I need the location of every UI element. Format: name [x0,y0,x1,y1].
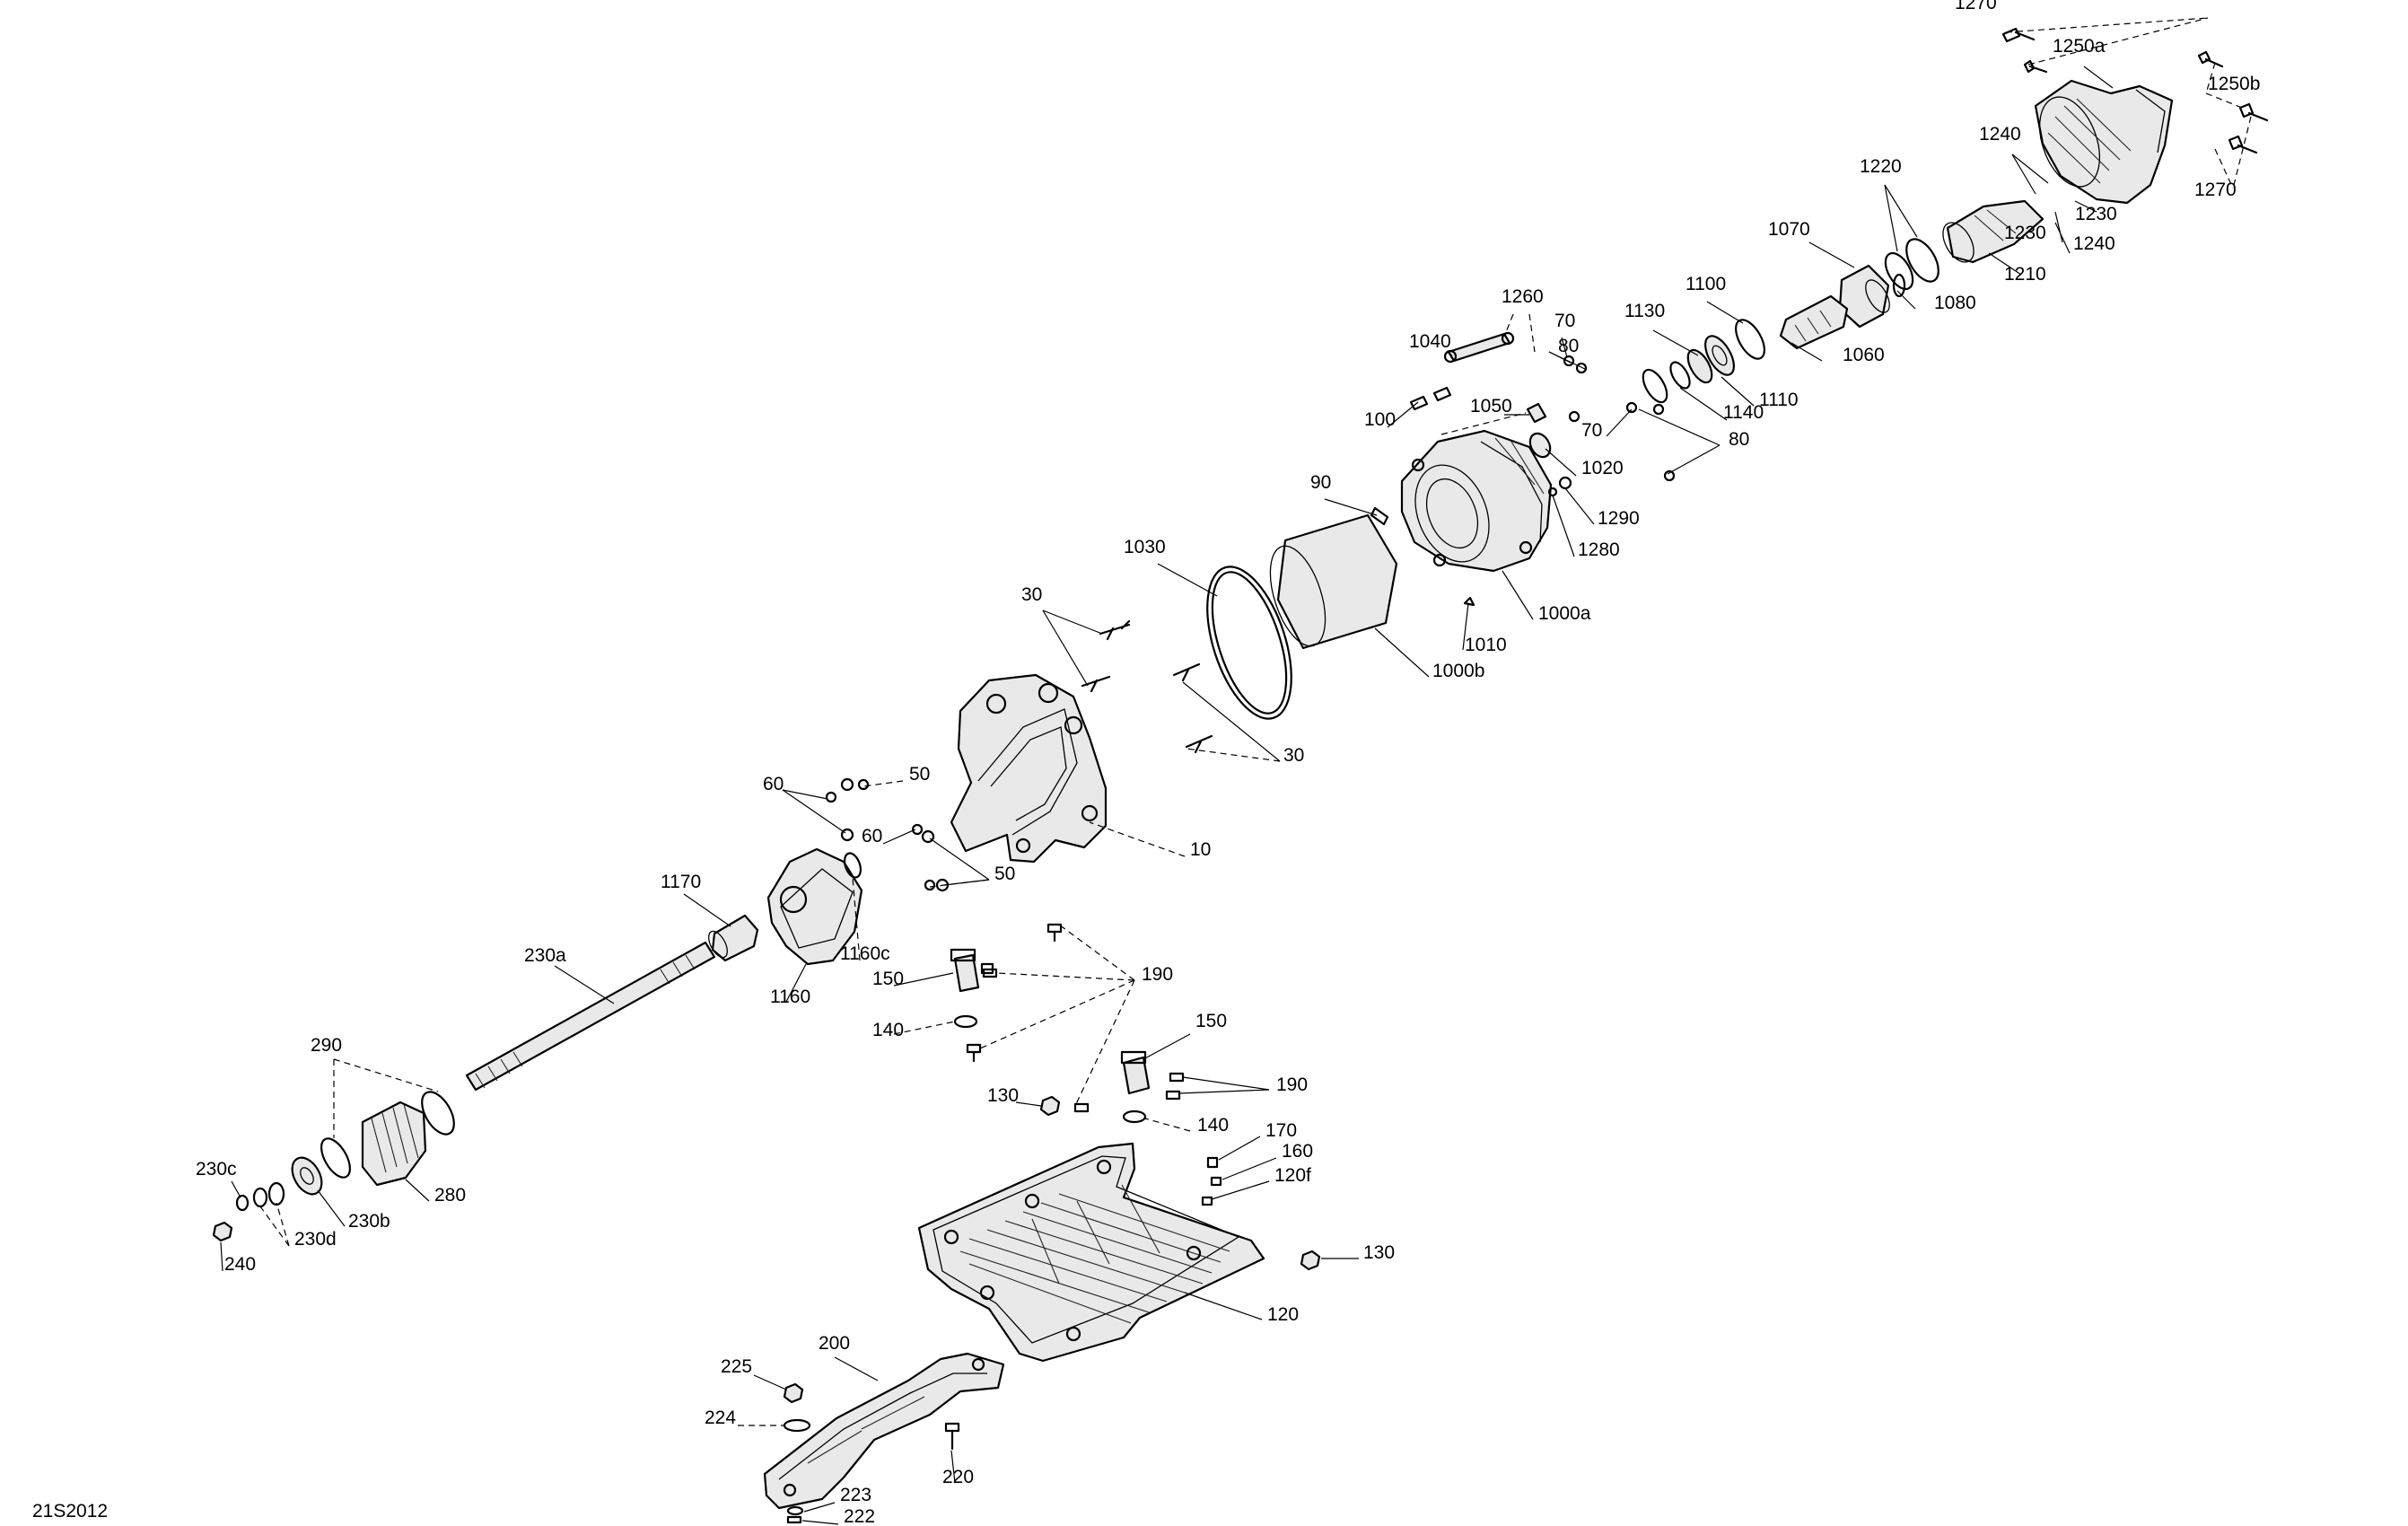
callout-1010: 1010 [1465,635,1507,655]
callout-120f: 120f [1274,1165,1311,1186]
callout-1220: 1220 [1860,156,1902,177]
callout-1030: 1030 [1124,537,1166,557]
callout-240: 240 [224,1254,256,1275]
callout-1040: 1040 [1409,331,1451,352]
callout-1270: 1270 [1955,0,1997,13]
impeller-part [708,847,863,966]
leader-lines [220,17,2252,1525]
callout-230a: 230a [524,945,566,966]
callout-1070: 1070 [1768,219,1810,240]
callout-290: 290 [311,1035,342,1056]
callout-222: 222 [844,1506,875,1526]
callout-50: 50 [909,764,930,785]
callout-223: 223 [840,1485,871,1505]
callout-225: 225 [721,1356,752,1377]
callout-190: 190 [1276,1074,1308,1095]
fittings-part [950,923,1185,1124]
callout-1000a: 1000a [1538,603,1591,624]
callout-230d: 230d [294,1229,337,1250]
callout-30: 30 [1021,584,1042,605]
callout-1130: 1130 [1624,301,1665,321]
callout-labels: 1270 1250a 1250b 1270 1240 1230 1230 1240 1210 12… [196,0,2260,1526]
callout-1110: 1110 [1759,390,1799,410]
callout-200: 200 [819,1333,850,1354]
cone-1210-part [1942,199,2045,264]
support-bracket-part [763,1352,1005,1524]
venturi-nozzle-part [2034,79,2174,205]
intake-housing-part [950,673,1108,864]
callout-170: 170 [1265,1120,1297,1141]
callout-1250a: 1250a [2053,36,2106,57]
callout-70: 70 [1581,420,1602,441]
impeller-shaft-part [1779,294,1849,350]
callout-1280: 1280 [1578,539,1620,560]
boot-assembly-part [212,1091,455,1242]
callout-150: 150 [1195,1011,1227,1031]
callout-1160c: 1160c [840,943,890,964]
orings-1220-part [1884,238,1940,291]
callout-70: 70 [1554,311,1575,331]
callout-30: 30 [1283,745,1304,766]
wear-ring-part [1206,513,1398,720]
callout-190: 190 [1142,964,1173,985]
callout-1140: 1140 [1723,402,1764,423]
ride-plate-part [917,1142,1321,1363]
bearing-rings-part [1642,319,1765,404]
callout-100: 100 [1364,409,1396,430]
callout-1240: 1240 [2073,233,2115,254]
nozzle-screws-part [2001,27,2269,154]
callout-1260: 1260 [1502,286,1544,307]
callout-224: 224 [705,1408,736,1428]
callout-1020: 1020 [1581,458,1624,478]
callout-10: 10 [1190,839,1211,860]
callout-50: 50 [994,864,1015,884]
callout-130: 130 [1363,1242,1395,1263]
callout-130: 130 [987,1085,1019,1106]
bearing-1070-part [1838,264,1906,329]
callout-1230: 1230 [2004,223,2046,243]
callout-120: 120 [1267,1304,1299,1325]
callout-80: 80 [1558,336,1579,356]
callout-1210: 1210 [2004,264,2046,285]
housing-small-parts [1370,331,1676,607]
callout-150: 150 [872,969,904,989]
callout-1060: 1060 [1843,345,1885,365]
callout-60: 60 [862,826,882,846]
drive-shaft-part [465,941,716,1092]
callout-230b: 230b [348,1211,390,1232]
callout-1050: 1050 [1470,396,1512,417]
diagram-reference-number: 21S2012 [32,1501,108,1522]
pump-housing-part [1400,429,1553,573]
callout-1250b: 1250b [2208,74,2260,94]
callout-1100: 1100 [1686,274,1726,294]
callout-1160: 1160 [770,987,810,1007]
callout-1230: 1230 [2075,204,2117,224]
studs-part [1081,619,1213,754]
callout-1080: 1080 [1934,293,1976,313]
callout-1000b: 1000b [1432,661,1484,681]
callout-1290: 1290 [1598,508,1640,529]
callout-60: 60 [763,774,784,794]
callout-90: 90 [1310,472,1331,493]
callout-220: 220 [942,1467,974,1487]
callout-230c: 230c [196,1159,237,1180]
callout-160: 160 [1282,1141,1313,1162]
callout-1240: 1240 [1979,124,2021,145]
callout-280: 280 [434,1185,466,1206]
callout-80: 80 [1729,429,1749,450]
callout-140: 140 [872,1020,904,1040]
callout-1170: 1170 [661,872,701,892]
callout-1270: 1270 [2194,180,2237,200]
callout-140: 140 [1197,1115,1229,1136]
